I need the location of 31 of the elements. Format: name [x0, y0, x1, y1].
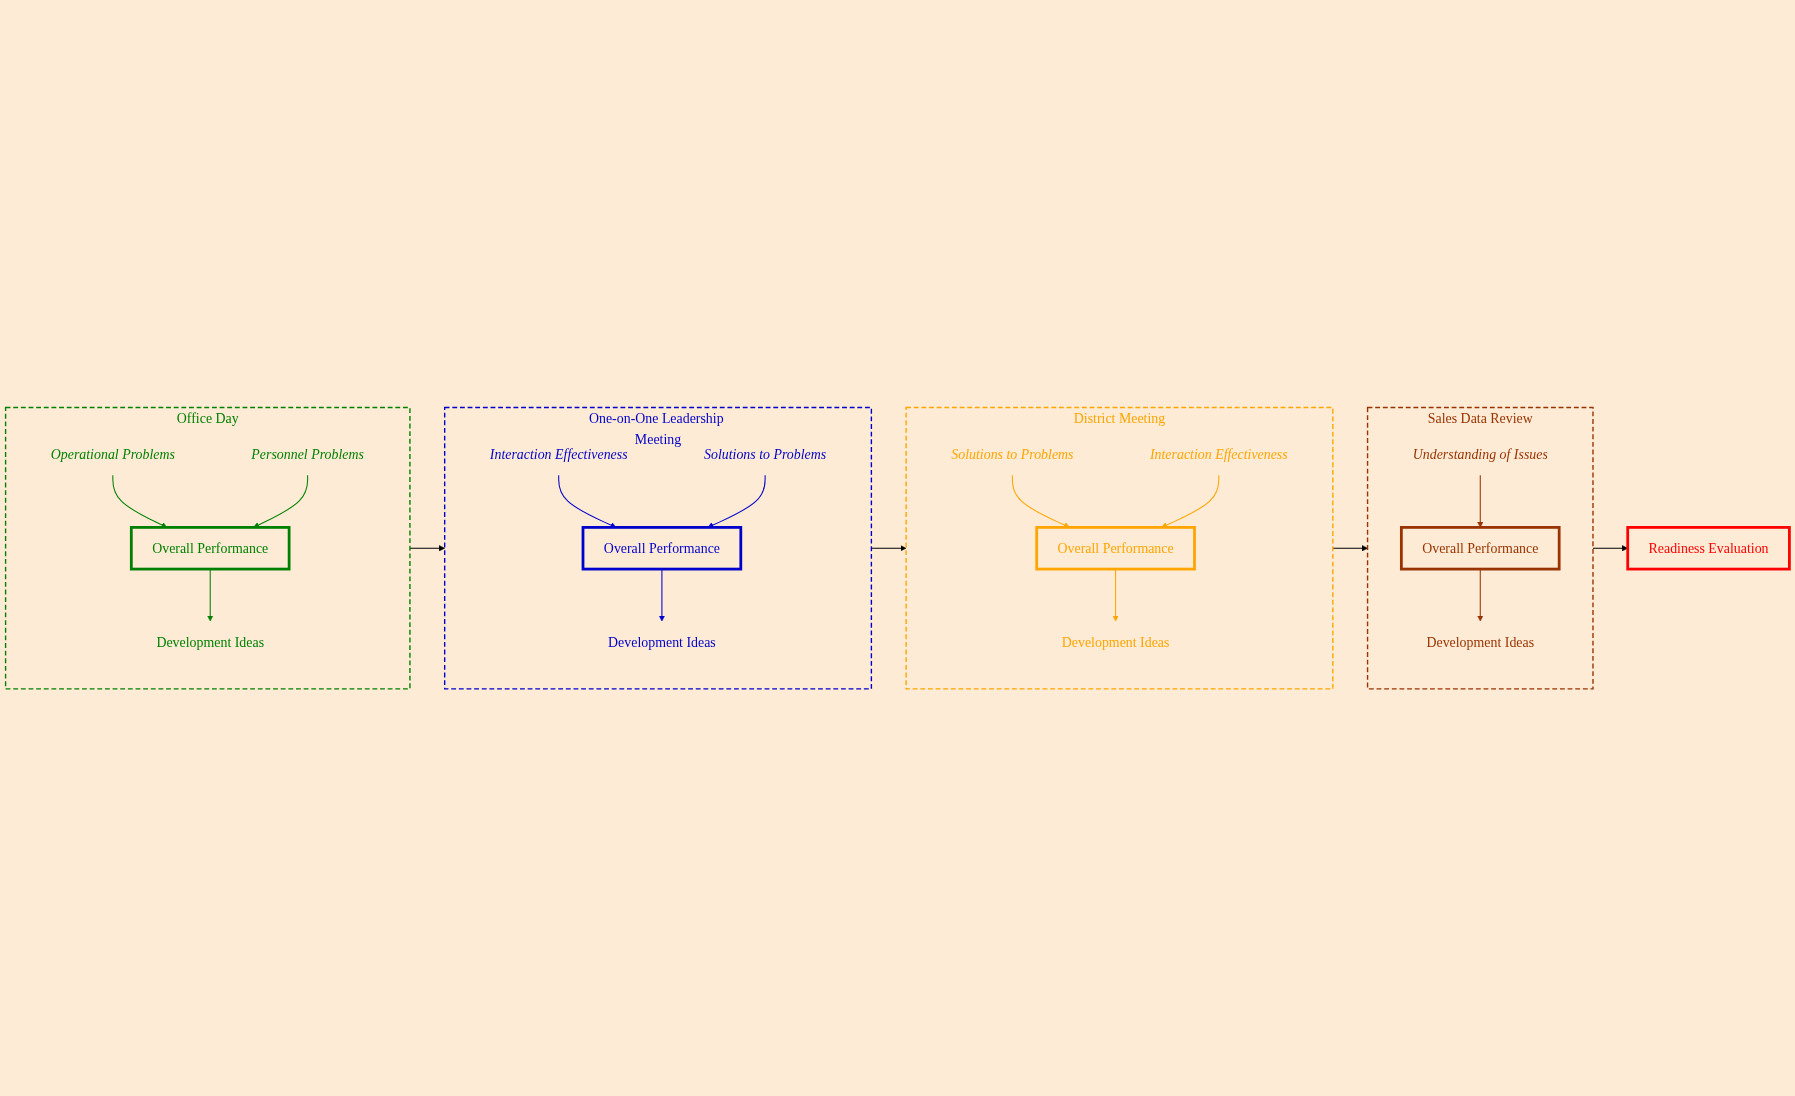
node-text: Development Ideas [1426, 634, 1535, 650]
arrow [409, 544, 445, 552]
arrow [1161, 474, 1220, 528]
node-text: Development Ideas [1061, 634, 1170, 650]
arrow [1477, 474, 1484, 528]
node-text: Development Ideas [156, 634, 265, 650]
arrow [1332, 544, 1368, 552]
node-box: Overall Performance [1399, 525, 1561, 571]
node-text: Interaction Effectiveness [1149, 446, 1288, 462]
node-text: Development Ideas [608, 634, 716, 650]
arrow [1112, 568, 1119, 622]
node-text: Solutions to Problems [951, 446, 1074, 462]
arrow [558, 474, 617, 528]
arrow [1592, 544, 1628, 552]
arrow [658, 568, 665, 622]
node-box: Overall Performance [581, 525, 743, 571]
node-text: Understanding of Issues [1412, 446, 1548, 462]
arrow [253, 474, 309, 528]
node-text: Personnel Problems [251, 446, 364, 462]
arrow [207, 568, 214, 622]
arrow [112, 474, 168, 528]
node-text: Interaction Effectiveness [489, 446, 628, 462]
arrow [1011, 474, 1070, 528]
arrow [1477, 568, 1484, 622]
node-box: Overall Performance [129, 525, 291, 571]
node-text: Solutions to Problems [703, 446, 827, 462]
node-text: Operational Problems [50, 446, 175, 462]
node-box: Overall Performance [1035, 525, 1196, 571]
arrow [707, 474, 766, 528]
node-box: Readiness Evaluation [1626, 525, 1791, 571]
arrow [870, 544, 907, 552]
